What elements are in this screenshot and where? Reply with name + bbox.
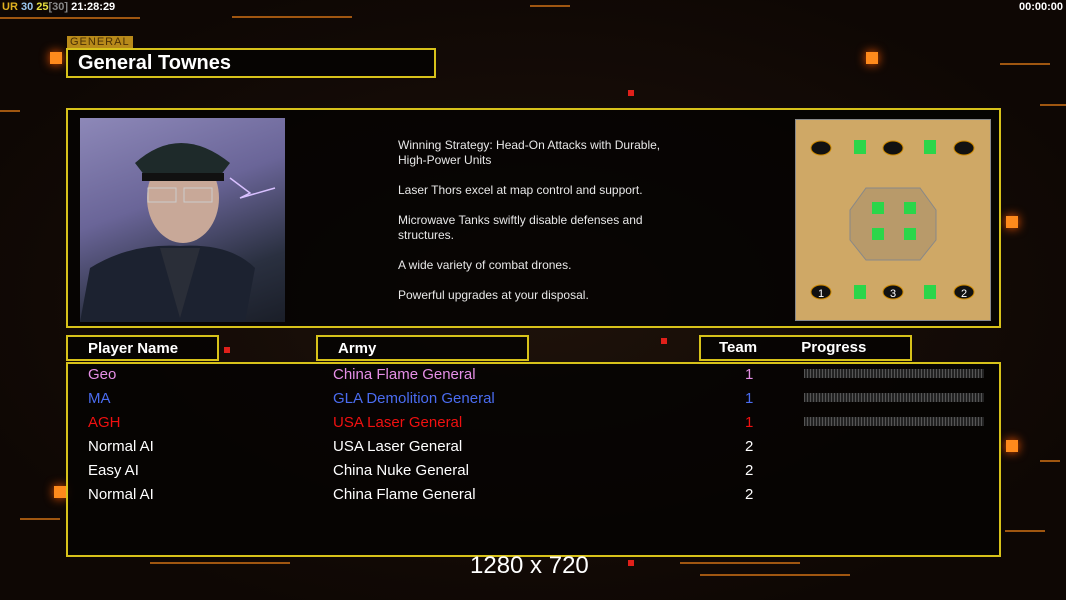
player-team[interactable]: 1 — [745, 414, 754, 431]
ur-label: UR — [2, 1, 18, 13]
general-description: Winning Strategy: Head-On Attacks with D… — [398, 138, 718, 318]
description-line: Microwave Tanks swiftly disable defenses… — [398, 213, 643, 242]
player-name: Normal AI — [88, 438, 154, 455]
player-name-header: Player Name — [66, 335, 219, 361]
general-tag: GENERAL — [67, 36, 133, 48]
player-army[interactable]: China Flame General — [333, 366, 476, 383]
fps-cap: [30] — [48, 1, 69, 13]
player-name: Geo — [88, 366, 117, 383]
fps-counter: UR 30 25[30] 21:28:29 — [2, 1, 115, 13]
general-name: General Townes — [66, 48, 436, 78]
resolution-label: 1280 x 720 — [470, 552, 589, 579]
player-army[interactable]: USA Laser General — [333, 438, 463, 455]
progress-bar — [804, 369, 984, 378]
progress-header: Progress — [801, 339, 867, 356]
clock: 21:28:29 — [71, 1, 116, 13]
player-name: MA — [88, 390, 111, 407]
player-team[interactable]: 1 — [745, 366, 754, 383]
player-team[interactable]: 2 — [745, 486, 754, 503]
map-slot-1[interactable]: 1 — [818, 288, 824, 300]
description-line: A wide variety of combat drones. — [398, 258, 572, 272]
fps-value: 30 — [20, 1, 34, 13]
player-row[interactable]: AGH USA Laser General 1 — [68, 412, 999, 436]
player-name: Easy AI — [88, 462, 139, 479]
progress-bar — [804, 417, 984, 426]
player-team[interactable]: 2 — [745, 462, 754, 479]
map-slot-3[interactable]: 3 — [890, 288, 896, 300]
player-team[interactable]: 1 — [745, 390, 754, 407]
player-row[interactable]: Normal AI China Flame General 2 — [68, 484, 999, 508]
map-slot-2[interactable]: 2 — [961, 288, 967, 300]
player-team[interactable]: 2 — [745, 438, 754, 455]
player-army[interactable]: China Flame General — [333, 486, 476, 503]
game-timer: 00:00:00 — [1018, 1, 1063, 13]
strategy-text: Winning Strategy: Head-On Attacks with D… — [398, 138, 661, 167]
player-army[interactable]: GLA Demolition General — [333, 390, 495, 407]
general-info-panel: Winning Strategy: Head-On Attacks with D… — [66, 108, 1001, 328]
player-name: Normal AI — [88, 486, 154, 503]
progress-bar — [804, 393, 984, 402]
player-army[interactable]: China Nuke General — [333, 462, 469, 479]
player-name: AGH — [88, 414, 121, 431]
player-row[interactable]: MA GLA Demolition General 1 — [68, 388, 999, 412]
team-header: Team — [719, 339, 758, 356]
general-portrait — [80, 118, 285, 322]
fps-value-2: 25 — [36, 1, 49, 13]
player-row[interactable]: Normal AI USA Laser General 2 — [68, 436, 999, 460]
map-preview: 1 3 2 — [795, 119, 991, 321]
player-row[interactable]: Easy AI China Nuke General 2 — [68, 460, 999, 484]
player-row[interactable]: Geo China Flame General 1 — [68, 364, 999, 388]
team-progress-header: Team Progress — [699, 335, 912, 361]
player-army[interactable]: USA Laser General — [333, 414, 463, 431]
army-header: Army — [316, 335, 529, 361]
description-line: Laser Thors excel at map control and sup… — [398, 183, 643, 197]
description-line: Powerful upgrades at your disposal. — [398, 288, 589, 302]
